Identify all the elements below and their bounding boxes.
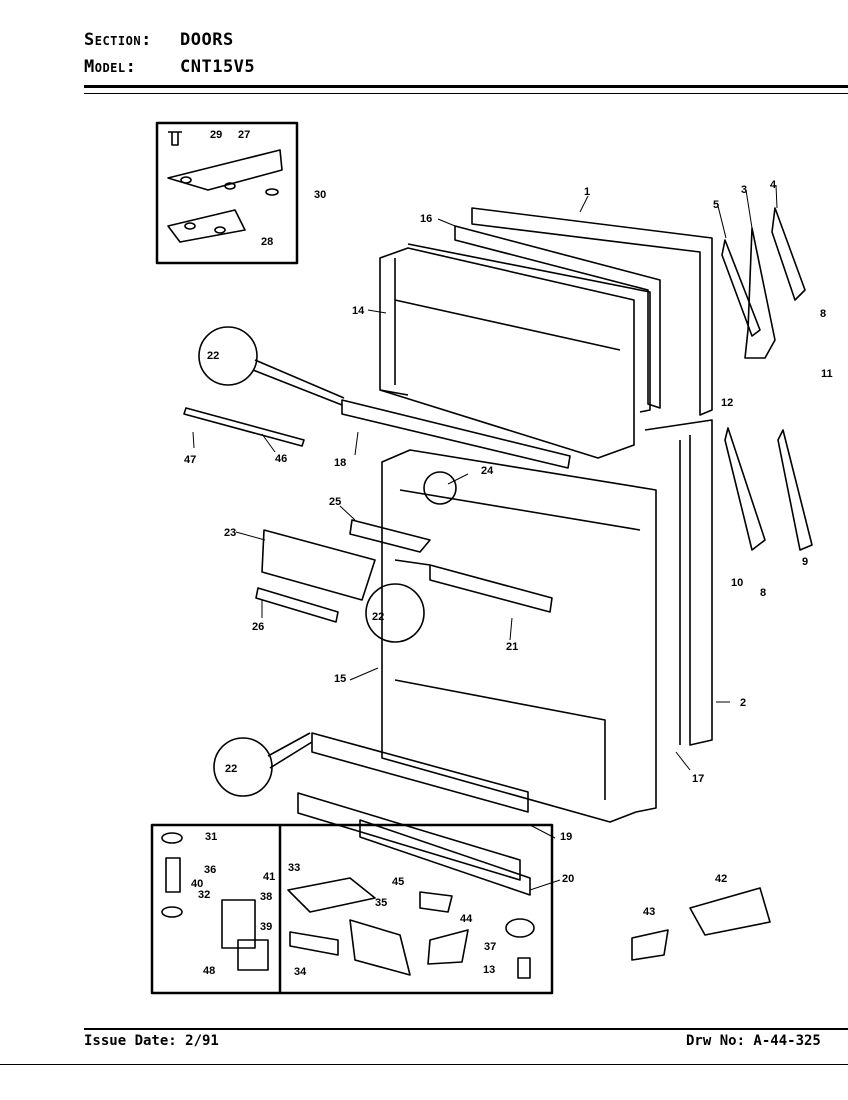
callout-19: 19 [560,831,572,843]
callout-44: 44 [460,913,473,925]
callout-10: 10 [731,577,743,589]
callout-11: 11 [821,368,833,380]
callout-22b: 22 [372,611,384,623]
top-hinge-part [167,131,283,243]
door-shelf-21 [429,564,553,613]
callout-35: 35 [375,897,387,909]
hinge-10 [724,427,766,551]
freezer-door-liner [379,247,635,459]
callout-18: 18 [334,457,346,469]
callout-16: 16 [420,213,432,225]
callout-38: 38 [260,891,272,903]
section-label: Section: [84,30,152,50]
header-rule-thin [84,93,848,94]
callout-36: 36 [204,864,216,876]
callout-15: 15 [334,673,346,685]
issue-date: Issue Date: 2/91 [84,1033,219,1049]
inset-hinge-box [155,121,299,265]
callout-8b: 8 [760,587,766,599]
callout-41: 41 [263,871,275,883]
hinge-3 [744,227,776,359]
callout-4: 4 [770,179,777,191]
callout-46: 46 [275,453,287,465]
detail-circle-22c [213,737,273,797]
detail-circle-22a [198,326,258,386]
callout-26: 26 [252,621,264,633]
callout-9: 9 [802,556,808,568]
drawing-number: Drw No: A-44-325 [686,1033,821,1049]
callout-17: 17 [692,773,704,785]
bottom-hinge-parts [161,832,771,979]
callout-22c: 22 [225,763,237,775]
callout-24: 24 [481,465,494,477]
callout-34: 34 [294,966,307,978]
callout-27: 27 [238,129,250,141]
callout-48: 48 [203,965,215,977]
fresh-food-door-liner [381,449,657,823]
callout-40: 40 [191,878,203,890]
trim-9 [777,429,813,551]
seal-strip-46 [183,407,305,447]
section-value: DOORS [180,30,234,50]
callout-25: 25 [329,496,341,508]
door-bar-20 [359,819,531,896]
callout-13: 13 [483,964,495,976]
model-value: CNT15V5 [180,57,256,77]
callout-43: 43 [643,906,655,918]
callout-39: 39 [260,921,272,933]
callout-30: 30 [314,189,326,201]
callout-23: 23 [224,527,236,539]
callout-1: 1 [584,186,590,198]
callout-47: 47 [184,454,196,466]
callout-42: 42 [715,873,727,885]
bottom-rule [0,1064,848,1065]
callout-2: 2 [740,697,746,709]
callout-37: 37 [484,941,496,953]
callout-12: 12 [721,397,733,409]
callout-29: 29 [210,129,222,141]
freezer-door-outer [407,207,713,416]
hinge-5 [721,239,761,337]
callout-28: 28 [261,236,273,248]
callout-14: 14 [352,305,365,317]
detail-circle-24 [423,471,457,505]
header-rule-thick [84,85,848,88]
callout-21: 21 [506,641,518,653]
trim-4 [771,207,806,301]
inset-bottom-box [150,823,554,995]
callout-3: 3 [741,184,747,196]
model-label: Model: [84,57,137,77]
callout-5: 5 [713,199,719,211]
door-shelf-bottom [311,732,529,813]
bottom-trim [297,792,521,881]
callout-31: 31 [205,831,217,843]
dairy-trim [255,587,339,623]
callout-8a: 8 [820,308,826,320]
footer-rule [84,1028,848,1030]
section-line: Section: DOORS [84,30,234,50]
model-line: Model: CNT15V5 [84,57,255,77]
fresh-food-door-outer [644,419,713,746]
freezer-shelf-18 [341,399,571,469]
callout-22a: 22 [207,350,219,362]
callout-labels: 1 2 3 4 5 8 8 9 10 11 12 13 14 15 16 17 … [184,129,833,978]
callout-45: 45 [392,876,404,888]
egg-tray [349,519,431,553]
dairy-door [261,529,376,601]
callout-33: 33 [288,862,300,874]
callout-20: 20 [562,873,574,885]
callout-32: 32 [198,889,210,901]
detail-circle-22b [365,583,425,643]
